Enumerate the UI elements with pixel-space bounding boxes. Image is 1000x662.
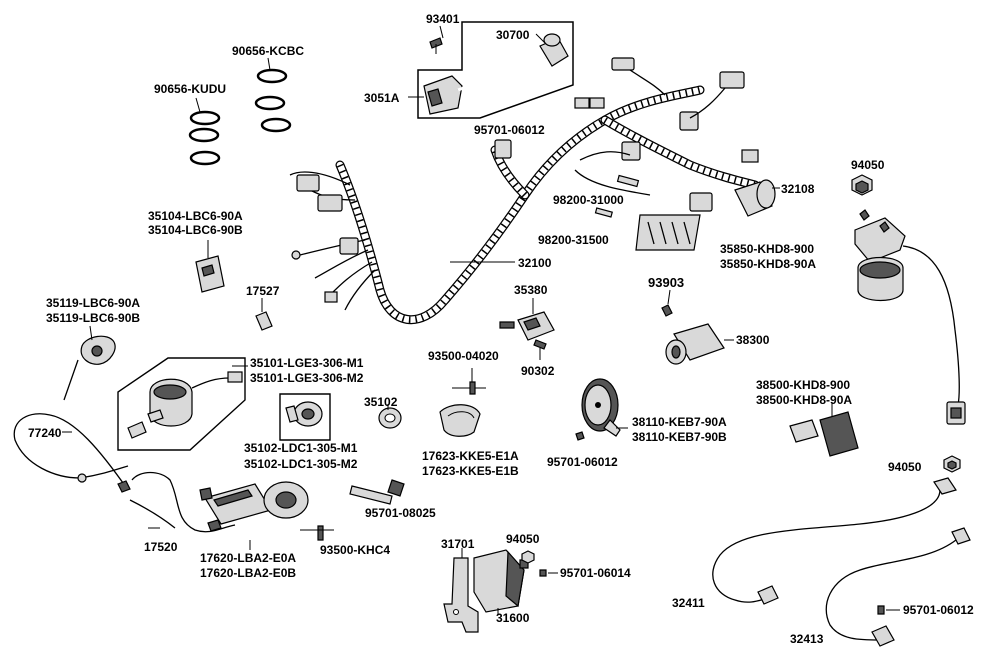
label-35850-a: 35850-KHD8-900 xyxy=(720,242,815,256)
pins-98200 xyxy=(594,174,701,251)
label-35119-a: 35119-LBC6-90A xyxy=(46,296,141,310)
cdi-31600 xyxy=(473,549,529,614)
label-95701-06012-top: 95701-06012 xyxy=(474,123,545,137)
nut-94050-right xyxy=(943,455,961,473)
label-93903: 93903 xyxy=(648,275,685,290)
nut-94050-bottom xyxy=(521,550,558,577)
lock-set-35102 xyxy=(279,393,402,441)
label-94050-bottom: 94050 xyxy=(506,532,540,546)
label-31701: 31701 xyxy=(441,537,475,551)
starter-relay-35850 xyxy=(851,174,966,425)
label-32108: 32108 xyxy=(781,182,815,196)
battery-cables-32411-32413 xyxy=(712,477,971,647)
flasher-38300 xyxy=(665,323,734,365)
clip-17527 xyxy=(255,298,273,331)
cable-77240 xyxy=(13,413,131,493)
main-harness-32100 xyxy=(289,57,760,325)
switch-35119 xyxy=(63,325,116,401)
label-98200-31000: 98200-31000 xyxy=(553,193,624,207)
label-35104-a: 35104-LBC6-90A xyxy=(148,209,243,223)
label-17520: 17520 xyxy=(144,540,178,554)
inset-box-30700 xyxy=(408,21,574,119)
label-90656-kcbc: 90656-KCBC xyxy=(232,44,305,58)
label-31600: 31600 xyxy=(496,611,530,625)
label-95701-06012-mid: 95701-06012 xyxy=(547,455,618,469)
label-35102-ldc-b: 35102-LDC1-305-M2 xyxy=(244,457,358,471)
label-17623-b: 17623-KKE5-E1B xyxy=(422,464,519,478)
rings-90656 xyxy=(188,57,292,166)
label-35850-b: 35850-KHD8-90A xyxy=(720,257,817,271)
bracket-35104 xyxy=(195,240,225,293)
label-38300: 38300 xyxy=(736,333,770,347)
part-17620 xyxy=(199,481,309,550)
label-38500-a: 38500-KHD8-900 xyxy=(756,378,851,392)
label-93500-khc4: 93500-KHC4 xyxy=(320,543,391,557)
label-30700: 30700 xyxy=(496,28,530,42)
label-90656-kudu: 90656-KUDU xyxy=(154,82,227,96)
label-35102-ldc-a: 35102-LDC1-305-M1 xyxy=(244,441,358,455)
cable-17520 xyxy=(129,471,236,533)
label-38110-a: 38110-KEB7-90A xyxy=(632,415,727,429)
label-94050-right: 94050 xyxy=(888,460,922,474)
bracket-31701 xyxy=(443,548,479,633)
label-17620-b: 17620-LBA2-E0B xyxy=(200,566,297,580)
switch-35380 xyxy=(499,298,555,360)
screw-93903 xyxy=(661,289,673,317)
horn-bracket-17623 xyxy=(439,368,486,437)
label-95701-06012-bottom: 95701-06012 xyxy=(903,603,974,617)
coil-32108 xyxy=(734,179,780,217)
label-98200-31500: 98200-31500 xyxy=(538,233,609,247)
label-32411: 32411 xyxy=(672,596,705,610)
label-90302: 90302 xyxy=(521,364,555,378)
label-95701-08025: 95701-08025 xyxy=(365,506,436,520)
label-3051a: 3051A xyxy=(364,91,400,105)
label-17527: 17527 xyxy=(246,284,280,298)
label-93500-04020: 93500-04020 xyxy=(428,349,499,363)
label-35102: 35102 xyxy=(364,395,398,409)
label-32413: 32413 xyxy=(790,632,824,646)
label-38500-b: 38500-KHD8-90A xyxy=(756,393,853,407)
label-77240: 77240 xyxy=(28,426,62,440)
screw-93500-khc4 xyxy=(300,525,334,541)
label-35380: 35380 xyxy=(514,283,548,297)
horn-38110 xyxy=(575,378,628,441)
label-38110-b: 38110-KEB7-90B xyxy=(632,430,727,444)
label-94050-top: 94050 xyxy=(851,158,885,172)
label-35101-b: 35101-LGE3-306-M2 xyxy=(250,371,364,385)
label-93401: 93401 xyxy=(426,12,460,26)
label-35119-b: 35119-LBC6-90B xyxy=(46,311,141,325)
label-32100: 32100 xyxy=(518,256,552,270)
label-17623-a: 17623-KKE5-E1A xyxy=(422,449,519,463)
label-35104-b: 35104-LBC6-90B xyxy=(148,223,243,237)
regulator-38500 xyxy=(789,402,859,457)
bolt-95701-08025 xyxy=(349,479,405,505)
label-35101-a: 35101-LGE3-306-M1 xyxy=(250,356,364,370)
ignition-switch-35101 xyxy=(117,357,248,451)
label-95701-06014: 95701-06014 xyxy=(560,566,631,580)
label-17620-a: 17620-LBA2-E0A xyxy=(200,551,297,565)
